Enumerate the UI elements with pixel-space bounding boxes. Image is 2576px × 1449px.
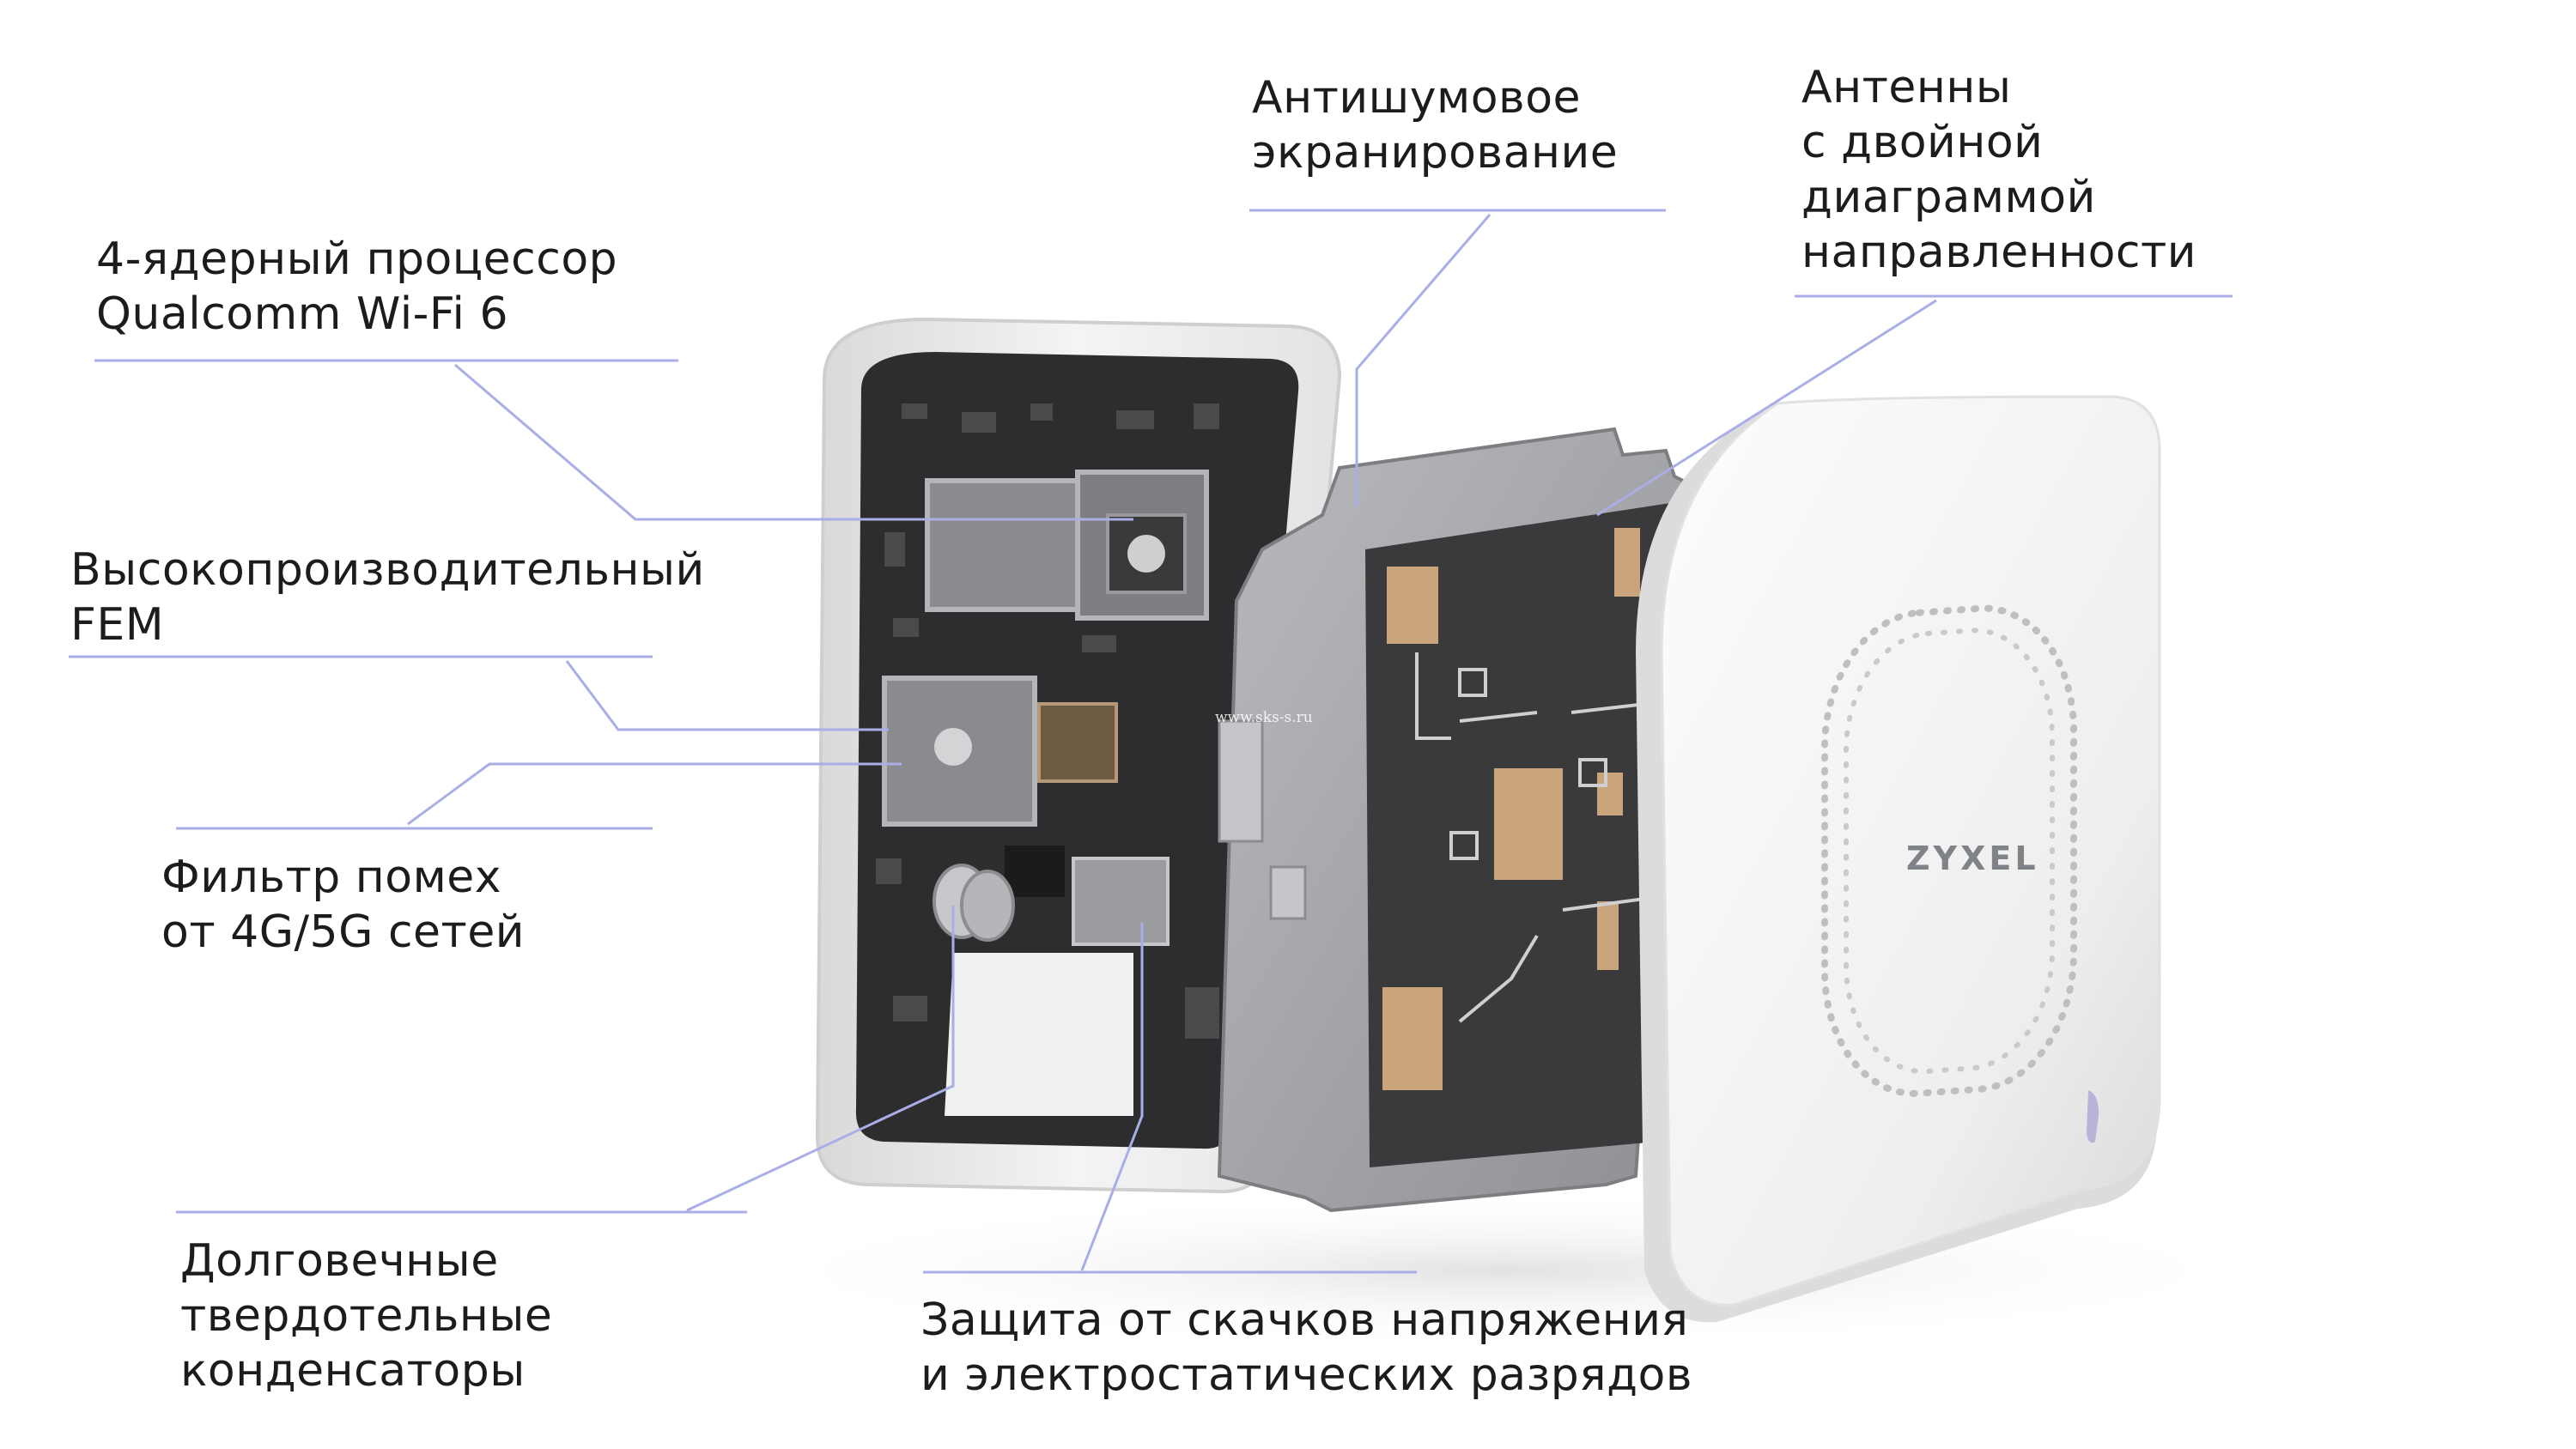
leader-protection-pointer [1080,923,1144,1271]
processor-shield-can [925,478,1080,612]
antenna-p6 [1597,773,1623,815]
leader-lines [69,209,2233,1274]
antenna-board [1365,498,1704,1167]
vent-dot-ring [1821,604,2077,1097]
leader-antennas-pointer [1596,299,1937,517]
antenna-p3 [1387,567,1438,644]
leader-capacitors-pointer [686,906,955,1212]
antenna-p1 [1614,528,1640,597]
fem-shield-can [882,676,1037,827]
leader-cpu-pointer [454,363,1133,521]
brand-logo-text: ZYXEL [1906,840,2039,877]
label-cpu: 4-ядерный процессор Qualcomm Wi-Fi 6 [96,233,618,340]
label-filter: Фильтр помех от 4G/5G сетей [161,852,526,958]
leader-filter-pointer [407,762,902,826]
label-fem: Высокопроизводительный FEM [70,544,705,651]
front-cover [1636,395,2161,1323]
solid-capacitors [933,864,1015,942]
label-antennas: Антенны с двойной диаграммой направленно… [1801,62,2197,278]
label-capacitors: Долговечные твердотельные конденсаторы [180,1235,553,1397]
leader-noise-shield-pointer [1355,214,1492,506]
status-led [2087,1090,2099,1143]
antenna-p5 [1382,987,1443,1090]
pcb-board [855,352,1299,1149]
ethernet-port [1072,857,1170,946]
antenna-p2 [1597,901,1619,970]
watermark-text: www.sks-s.ru [1215,709,1313,726]
label-protection: Защита от скачков напряжения и электрост… [920,1294,1692,1401]
label-noise-shield: Антишумовое экранирование [1252,72,1619,179]
leader-fem-pointer [565,660,889,731]
antenna-p4 [1494,768,1563,880]
